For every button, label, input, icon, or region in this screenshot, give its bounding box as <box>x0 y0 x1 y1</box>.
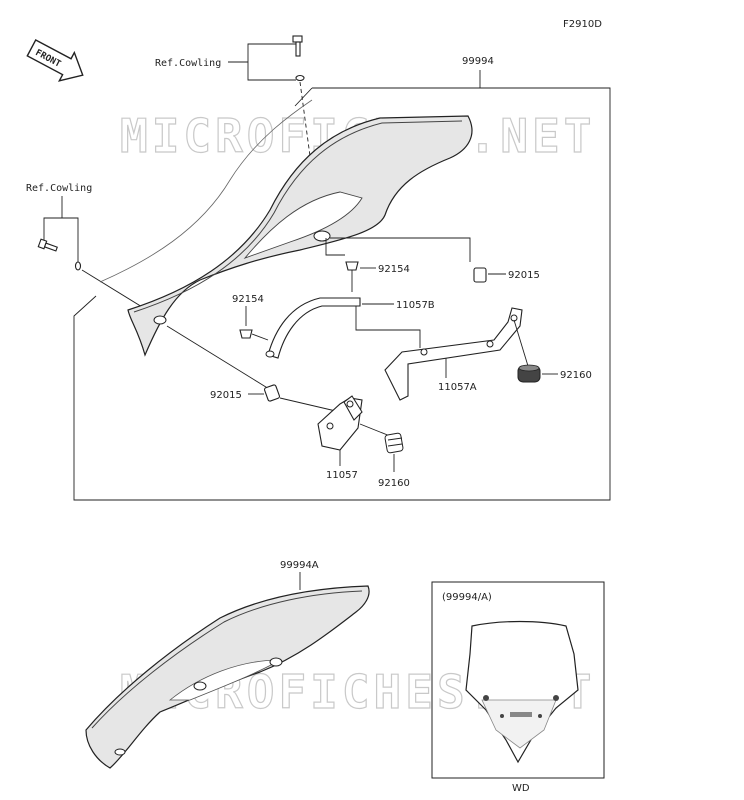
part-11057: 11057 <box>317 395 391 481</box>
front-view-title: (99994/A) <box>442 592 492 603</box>
ref-cowling-top-label: Ref.Cowling <box>155 58 221 69</box>
cowling-washer-top <box>295 74 305 82</box>
label-11057A: 11057A <box>438 382 477 393</box>
ref-cowling-left-group: Ref.Cowling <box>26 183 161 319</box>
label-11057: 11057 <box>326 470 358 481</box>
label-11057B: 11057B <box>396 300 435 311</box>
label-92154-right: 92154 <box>378 264 410 275</box>
cowling-bolt-top <box>292 35 303 57</box>
part-92154-right: 92154 <box>345 261 410 292</box>
front-view-box: (99994/A) WD <box>431 581 605 794</box>
cowling-washer-left <box>74 261 82 271</box>
front-arrow: FRONT <box>26 39 84 82</box>
part-92015-left: 92015 <box>210 384 281 402</box>
part-92160-left: 92160 <box>378 432 410 489</box>
label-92160-left: 92160 <box>378 478 410 489</box>
figure-code: F2910D <box>563 19 602 30</box>
part-99994-label: 99994 <box>462 56 494 67</box>
label-92160-right: 92160 <box>560 370 592 381</box>
label-92015-right: 92015 <box>508 270 540 281</box>
ref-cowling-top-group: Ref.Cowling <box>155 35 321 231</box>
windshield-main <box>99 99 473 357</box>
part-99994A-label: 99994A <box>280 560 319 571</box>
main-assembly-box: 99994 <box>73 56 611 501</box>
cowling-bolt-left <box>37 238 58 252</box>
label-92154-left: 92154 <box>232 294 264 305</box>
part-11057A: 11057A <box>384 307 529 401</box>
ref-cowling-left-label: Ref.Cowling <box>26 183 92 194</box>
part-92015-right: 92015 <box>473 267 540 283</box>
part-11057B: 11057B <box>265 297 435 359</box>
part-92154-left: 92154 <box>232 294 269 341</box>
windshield-variant: 99994A <box>85 560 370 769</box>
part-92160-right: 92160 <box>517 364 592 383</box>
label-92015-left: 92015 <box>210 390 242 401</box>
front-view-caption: WD <box>512 783 530 794</box>
